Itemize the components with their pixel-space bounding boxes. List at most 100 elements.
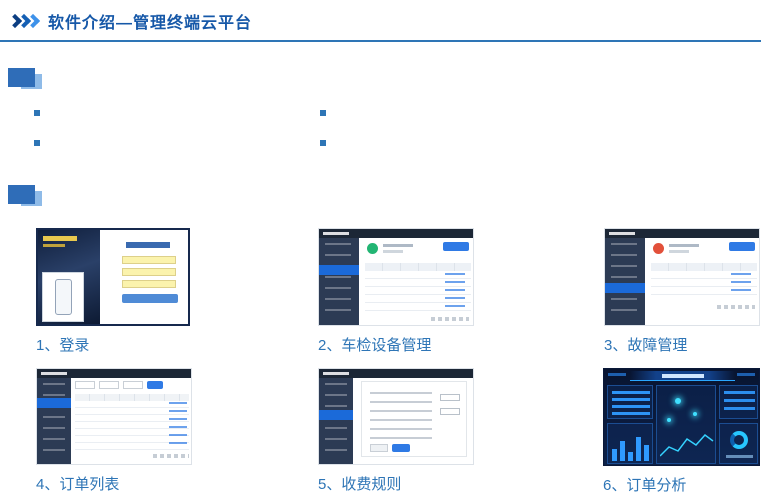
fault-status-circle — [653, 243, 664, 254]
thumbnail-caption: 2、车检设备管理 — [318, 337, 432, 354]
thumb-topbar — [319, 369, 473, 378]
thumb-logo — [323, 232, 349, 235]
search-button — [147, 381, 163, 389]
table-header — [75, 394, 189, 401]
login-input-field — [122, 268, 176, 276]
table-link-column — [169, 402, 187, 448]
glow-dot-icon — [667, 418, 671, 422]
login-submit-button — [122, 294, 178, 303]
thumb-logo — [323, 372, 349, 375]
cancel-button — [370, 444, 388, 452]
dash-panel-center — [656, 385, 716, 464]
thumb-topbar — [319, 229, 473, 238]
glow-dot-icon — [693, 412, 697, 416]
login-form-title — [126, 242, 170, 248]
bar-chart-icon — [612, 437, 649, 461]
dash-stat-right — [737, 373, 755, 376]
screenshot-order-list — [36, 368, 192, 465]
table-header — [651, 263, 757, 271]
dash-title-text — [661, 374, 704, 378]
glow-dot-icon — [675, 398, 681, 404]
login-photo-subtitle — [43, 244, 65, 247]
thumbnail-caption: 6、订单分析 — [603, 477, 687, 494]
stat-line — [669, 250, 689, 253]
form-input — [440, 394, 460, 401]
screenshot-order-analysis — [603, 368, 760, 466]
screenshot-fault-management — [604, 228, 760, 326]
stat-line — [669, 244, 699, 247]
marker-front-square — [8, 68, 35, 87]
bullet-square — [34, 110, 40, 116]
filter-input — [75, 381, 95, 389]
dash-header — [630, 371, 735, 381]
thumb-primary-button — [729, 242, 755, 251]
chevron-right-icon — [25, 13, 41, 29]
section-marker-2 — [8, 185, 44, 209]
thumb-sidebar — [319, 378, 353, 464]
donut-chart-icon — [730, 431, 748, 449]
line-chart-icon — [660, 433, 714, 457]
login-input-field — [122, 256, 176, 264]
sidebar-menu-lines — [43, 383, 65, 459]
dash-panel-bottom-left — [607, 423, 653, 464]
dash-panel-top-right — [719, 385, 758, 419]
header-divider — [0, 40, 761, 42]
login-phone-card — [42, 272, 84, 322]
thumb-sidebar — [605, 238, 645, 325]
sidebar-menu-lines — [325, 243, 351, 320]
thumbnail-caption: 5、收费规则 — [318, 476, 402, 493]
slide-header: 软件介绍—管理终端云平台 — [7, 8, 252, 34]
hbar-chart-icon — [724, 391, 755, 415]
pagination — [431, 317, 469, 321]
gallery-item-order-list: 4、订单列表 — [36, 368, 192, 494]
thumb-topbar — [37, 369, 191, 378]
online-status-circle — [367, 243, 378, 254]
screenshot-device-management — [318, 228, 474, 326]
thumb-sidebar — [37, 378, 71, 464]
sidebar-active-item — [319, 265, 359, 275]
confirm-button — [392, 444, 410, 452]
gallery-item-fault-management: 3、故障管理 — [604, 228, 760, 355]
thumb-sidebar — [319, 238, 359, 325]
thumb-primary-button — [443, 242, 469, 251]
login-photo-title — [43, 236, 77, 241]
gallery-item-charging-rules: 5、收费规则 — [318, 368, 474, 494]
hbar-chart-icon — [612, 391, 650, 415]
triple-chevron-icon — [7, 13, 41, 29]
rules-form-panel — [361, 381, 467, 457]
stat-line — [383, 244, 413, 247]
thumb-logo — [609, 232, 635, 235]
screenshot-login — [36, 228, 190, 326]
login-input-field — [122, 280, 176, 288]
marker-front-square — [8, 185, 35, 204]
dash-panel-top-left — [607, 385, 653, 419]
gallery-item-login: 1、登录 — [36, 228, 190, 355]
stat-line — [383, 250, 403, 253]
sidebar-menu-lines — [325, 383, 347, 459]
sidebar-active-item — [319, 410, 353, 420]
thumb-logo — [41, 372, 67, 375]
sidebar-menu-lines — [611, 243, 637, 320]
form-text-lines — [370, 392, 432, 446]
section-marker-1 — [8, 68, 44, 92]
thumbnail-caption: 1、登录 — [36, 337, 90, 354]
thumb-topbar — [605, 229, 759, 238]
pagination — [717, 305, 755, 309]
table-header — [365, 263, 471, 271]
bullet-square — [320, 110, 326, 116]
bullet-square — [320, 140, 326, 146]
sidebar-active-item — [37, 398, 71, 408]
thumbnail-caption: 4、订单列表 — [36, 476, 120, 493]
screenshot-charging-rules — [318, 368, 474, 465]
filter-input — [123, 381, 143, 389]
table-link-column — [445, 273, 465, 313]
filter-input — [99, 381, 119, 389]
dash-stat-left — [608, 373, 626, 376]
phone-icon — [55, 279, 72, 315]
thumbnail-caption: 3、故障管理 — [604, 337, 688, 354]
chart-legend-line — [726, 455, 753, 458]
pagination — [153, 454, 189, 458]
table-link-column — [731, 273, 751, 297]
bullet-square — [34, 140, 40, 146]
